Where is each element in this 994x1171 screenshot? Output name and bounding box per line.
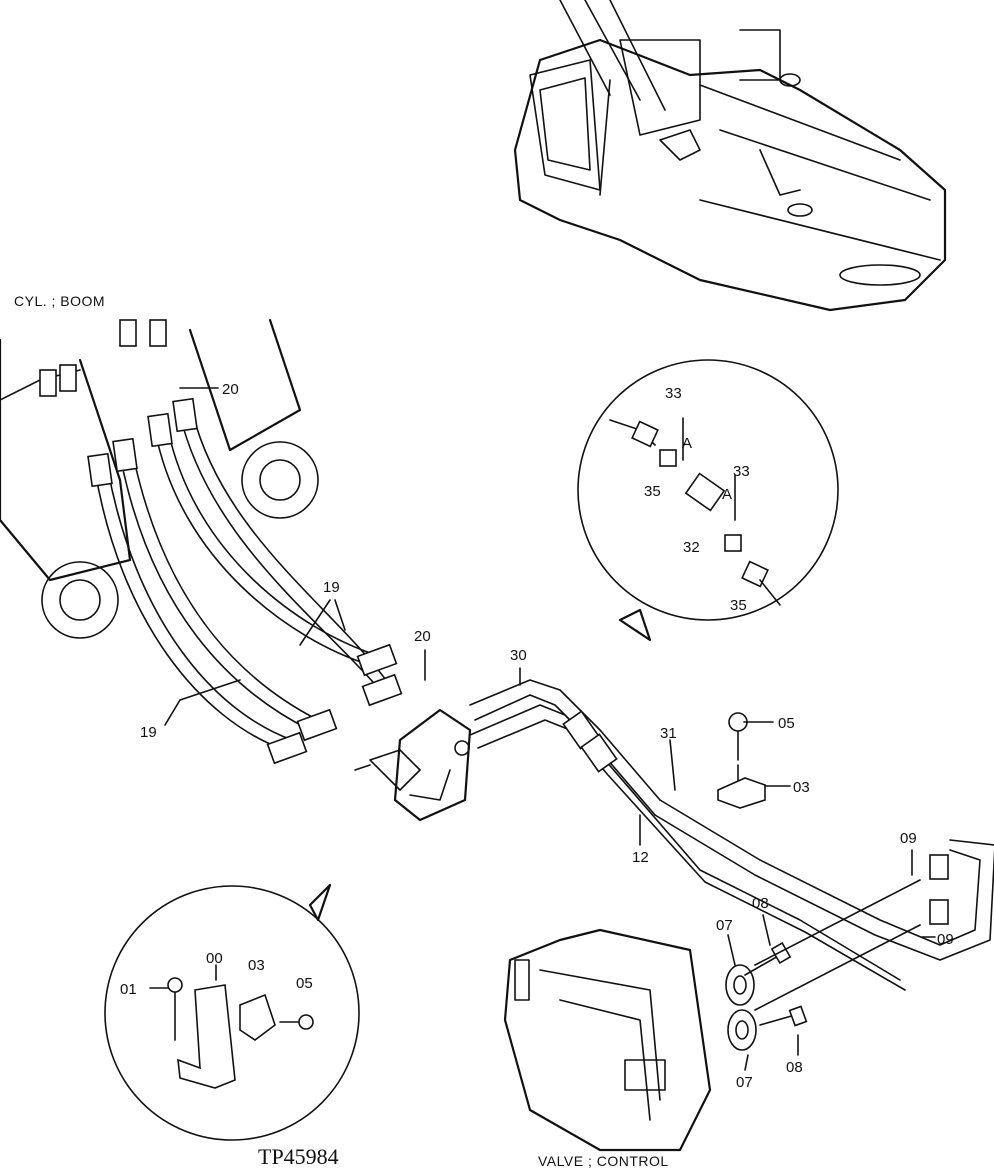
callout-03-detail: 03 xyxy=(248,957,265,974)
callout-labels: 20 19 19 20 30 31 12 05 03 09 09 07 08 0… xyxy=(120,381,954,1091)
callout-32: 32 xyxy=(683,539,700,556)
caption-cylinder: CYL. ; BOOM xyxy=(14,293,105,309)
callout-01: 01 xyxy=(120,981,137,998)
callout-08-top: 08 xyxy=(752,895,769,912)
control-valve xyxy=(503,879,921,1152)
detail-bracket xyxy=(104,883,360,1141)
callout-20-top: 20 xyxy=(222,381,239,398)
callout-05-detail: 05 xyxy=(296,975,313,992)
callout-07-bottom: 07 xyxy=(736,1074,753,1091)
callout-05-right: 05 xyxy=(778,715,795,732)
callout-19-upper: 19 xyxy=(323,579,340,596)
callout-19-lower: 19 xyxy=(140,724,157,741)
callout-09-right: 09 xyxy=(937,931,954,948)
leader-lines xyxy=(149,387,936,1071)
callout-35-top: 35 xyxy=(644,483,661,500)
callout-00: 00 xyxy=(206,950,223,967)
figure-id: TP45984 xyxy=(258,1144,339,1169)
callout-A-mid: A xyxy=(722,486,732,503)
callout-20-mid: 20 xyxy=(414,628,431,645)
callout-30: 30 xyxy=(510,647,527,664)
callout-07-top: 07 xyxy=(716,917,733,934)
caption-valve: VALVE ; CONTROL xyxy=(538,1153,669,1169)
callout-09-top: 09 xyxy=(900,830,917,847)
clamp-and-bolt xyxy=(717,712,766,809)
callout-35-bottom: 35 xyxy=(730,597,747,614)
callout-33-mid: 33 xyxy=(733,463,750,480)
callout-03-right: 03 xyxy=(793,779,810,796)
callout-33-top: 33 xyxy=(665,385,682,402)
callout-08-bottom: 08 xyxy=(786,1059,803,1076)
callout-A-top: A xyxy=(682,435,692,452)
hose-set-19 xyxy=(87,397,403,765)
callout-31: 31 xyxy=(660,725,677,742)
excavator-overview xyxy=(513,0,947,312)
manifold-and-pipes xyxy=(354,679,994,991)
detail-tee-fitting xyxy=(577,359,839,642)
boom-cylinders xyxy=(0,318,319,639)
callout-12: 12 xyxy=(632,849,649,866)
